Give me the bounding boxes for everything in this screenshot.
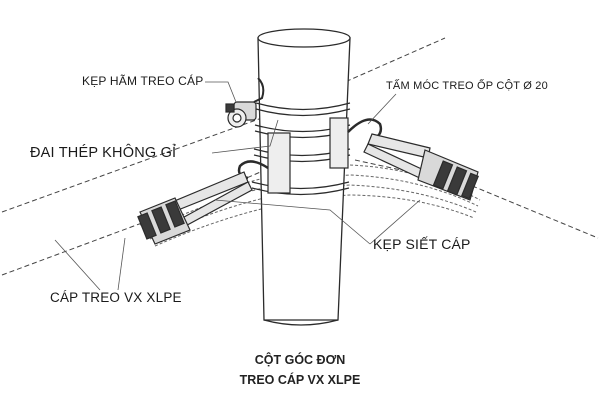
left-fitting <box>137 160 269 245</box>
right-fitting <box>347 118 479 201</box>
cable-upper-line <box>1 37 446 213</box>
leader-dai-thep <box>211 119 279 154</box>
leader-cap-treo-2 <box>117 237 126 291</box>
pole-bottom <box>263 319 339 326</box>
right-clamp-block-3 <box>461 172 479 200</box>
label-hook-plate: TẤM MÓC TREO ỐP CỘT Ø 20 <box>386 80 548 92</box>
leader-tam-moc <box>367 93 397 125</box>
upper-bracket-plate-right <box>329 117 349 169</box>
leader-lines <box>54 81 421 291</box>
left-clamp-block-3 <box>165 200 185 228</box>
left-clamp-block-1 <box>137 212 157 240</box>
right-clamp-block-1 <box>432 160 454 190</box>
leader-kep-siet-1 <box>214 199 371 245</box>
clamp-hook <box>253 77 265 103</box>
cable-right-line <box>354 159 599 239</box>
dead-end-clamp <box>225 77 265 128</box>
label-tension-clamp: KẸP SIẾT CÁP <box>373 236 471 252</box>
upper-bracket-plate <box>267 132 291 194</box>
leader-kep-ham <box>205 81 237 103</box>
clamp-ring-inner <box>232 113 242 123</box>
band-1b <box>255 108 351 117</box>
right-clamp-block-2 <box>446 166 468 196</box>
caption-line-2: TREO CÁP VX XLPE <box>239 373 361 387</box>
band-4b <box>251 187 350 196</box>
caption: CỘT GÓC ĐƠN TREO CÁP VX XLPE <box>0 350 600 390</box>
upper-bracket <box>267 117 349 194</box>
band-1 <box>255 102 351 111</box>
band-4 <box>251 181 350 190</box>
label-stainless-band: ĐAI THÉP KHÔNG GỈ <box>30 145 177 161</box>
pole-top <box>257 28 351 48</box>
left-clamp-block-2 <box>151 206 171 234</box>
label-dead-end-clamp: KẸP HÃM TREO CÁP <box>82 74 204 88</box>
leader-cap-treo-1 <box>54 239 101 291</box>
caption-line-1: CỘT GÓC ĐƠN <box>254 353 346 367</box>
clamp-dark-part <box>225 103 235 113</box>
label-cable: CÁP TREO VX XLPE <box>50 290 182 305</box>
leader-kep-siet-2 <box>369 199 421 245</box>
